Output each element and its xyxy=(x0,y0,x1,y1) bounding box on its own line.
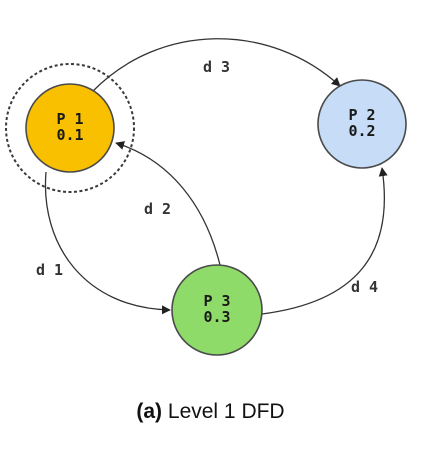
p2-value: 0.2 xyxy=(348,122,375,140)
flow-d3-arrow xyxy=(91,38,341,93)
p3-name: P 3 xyxy=(203,292,230,310)
flow-d1-arrow xyxy=(44,171,171,315)
caption-text: Level 1 DFD xyxy=(167,400,285,423)
process-node-p2 xyxy=(317,79,407,169)
process-node-p3 xyxy=(171,264,263,356)
flow-d1-label: d 1 xyxy=(36,261,63,279)
flow-d2-arrow xyxy=(115,141,221,266)
flow-d2-label: d 2 xyxy=(144,200,171,218)
p1-dashed-ring xyxy=(5,63,135,193)
caption-label: (a) xyxy=(136,400,163,423)
flow-d4-label: d 4 xyxy=(351,278,378,296)
p2-name: P 2 xyxy=(348,106,375,124)
flow-d3-label: d 3 xyxy=(203,58,230,76)
process-node-p1 xyxy=(25,83,115,173)
p3-value: 0.3 xyxy=(203,308,230,326)
p1-value: 0.1 xyxy=(56,126,83,144)
figure-caption: (a) Level 1 DFD xyxy=(0,400,421,424)
p1-name: P 1 xyxy=(56,110,83,128)
flow-d4-arrow xyxy=(261,167,388,315)
